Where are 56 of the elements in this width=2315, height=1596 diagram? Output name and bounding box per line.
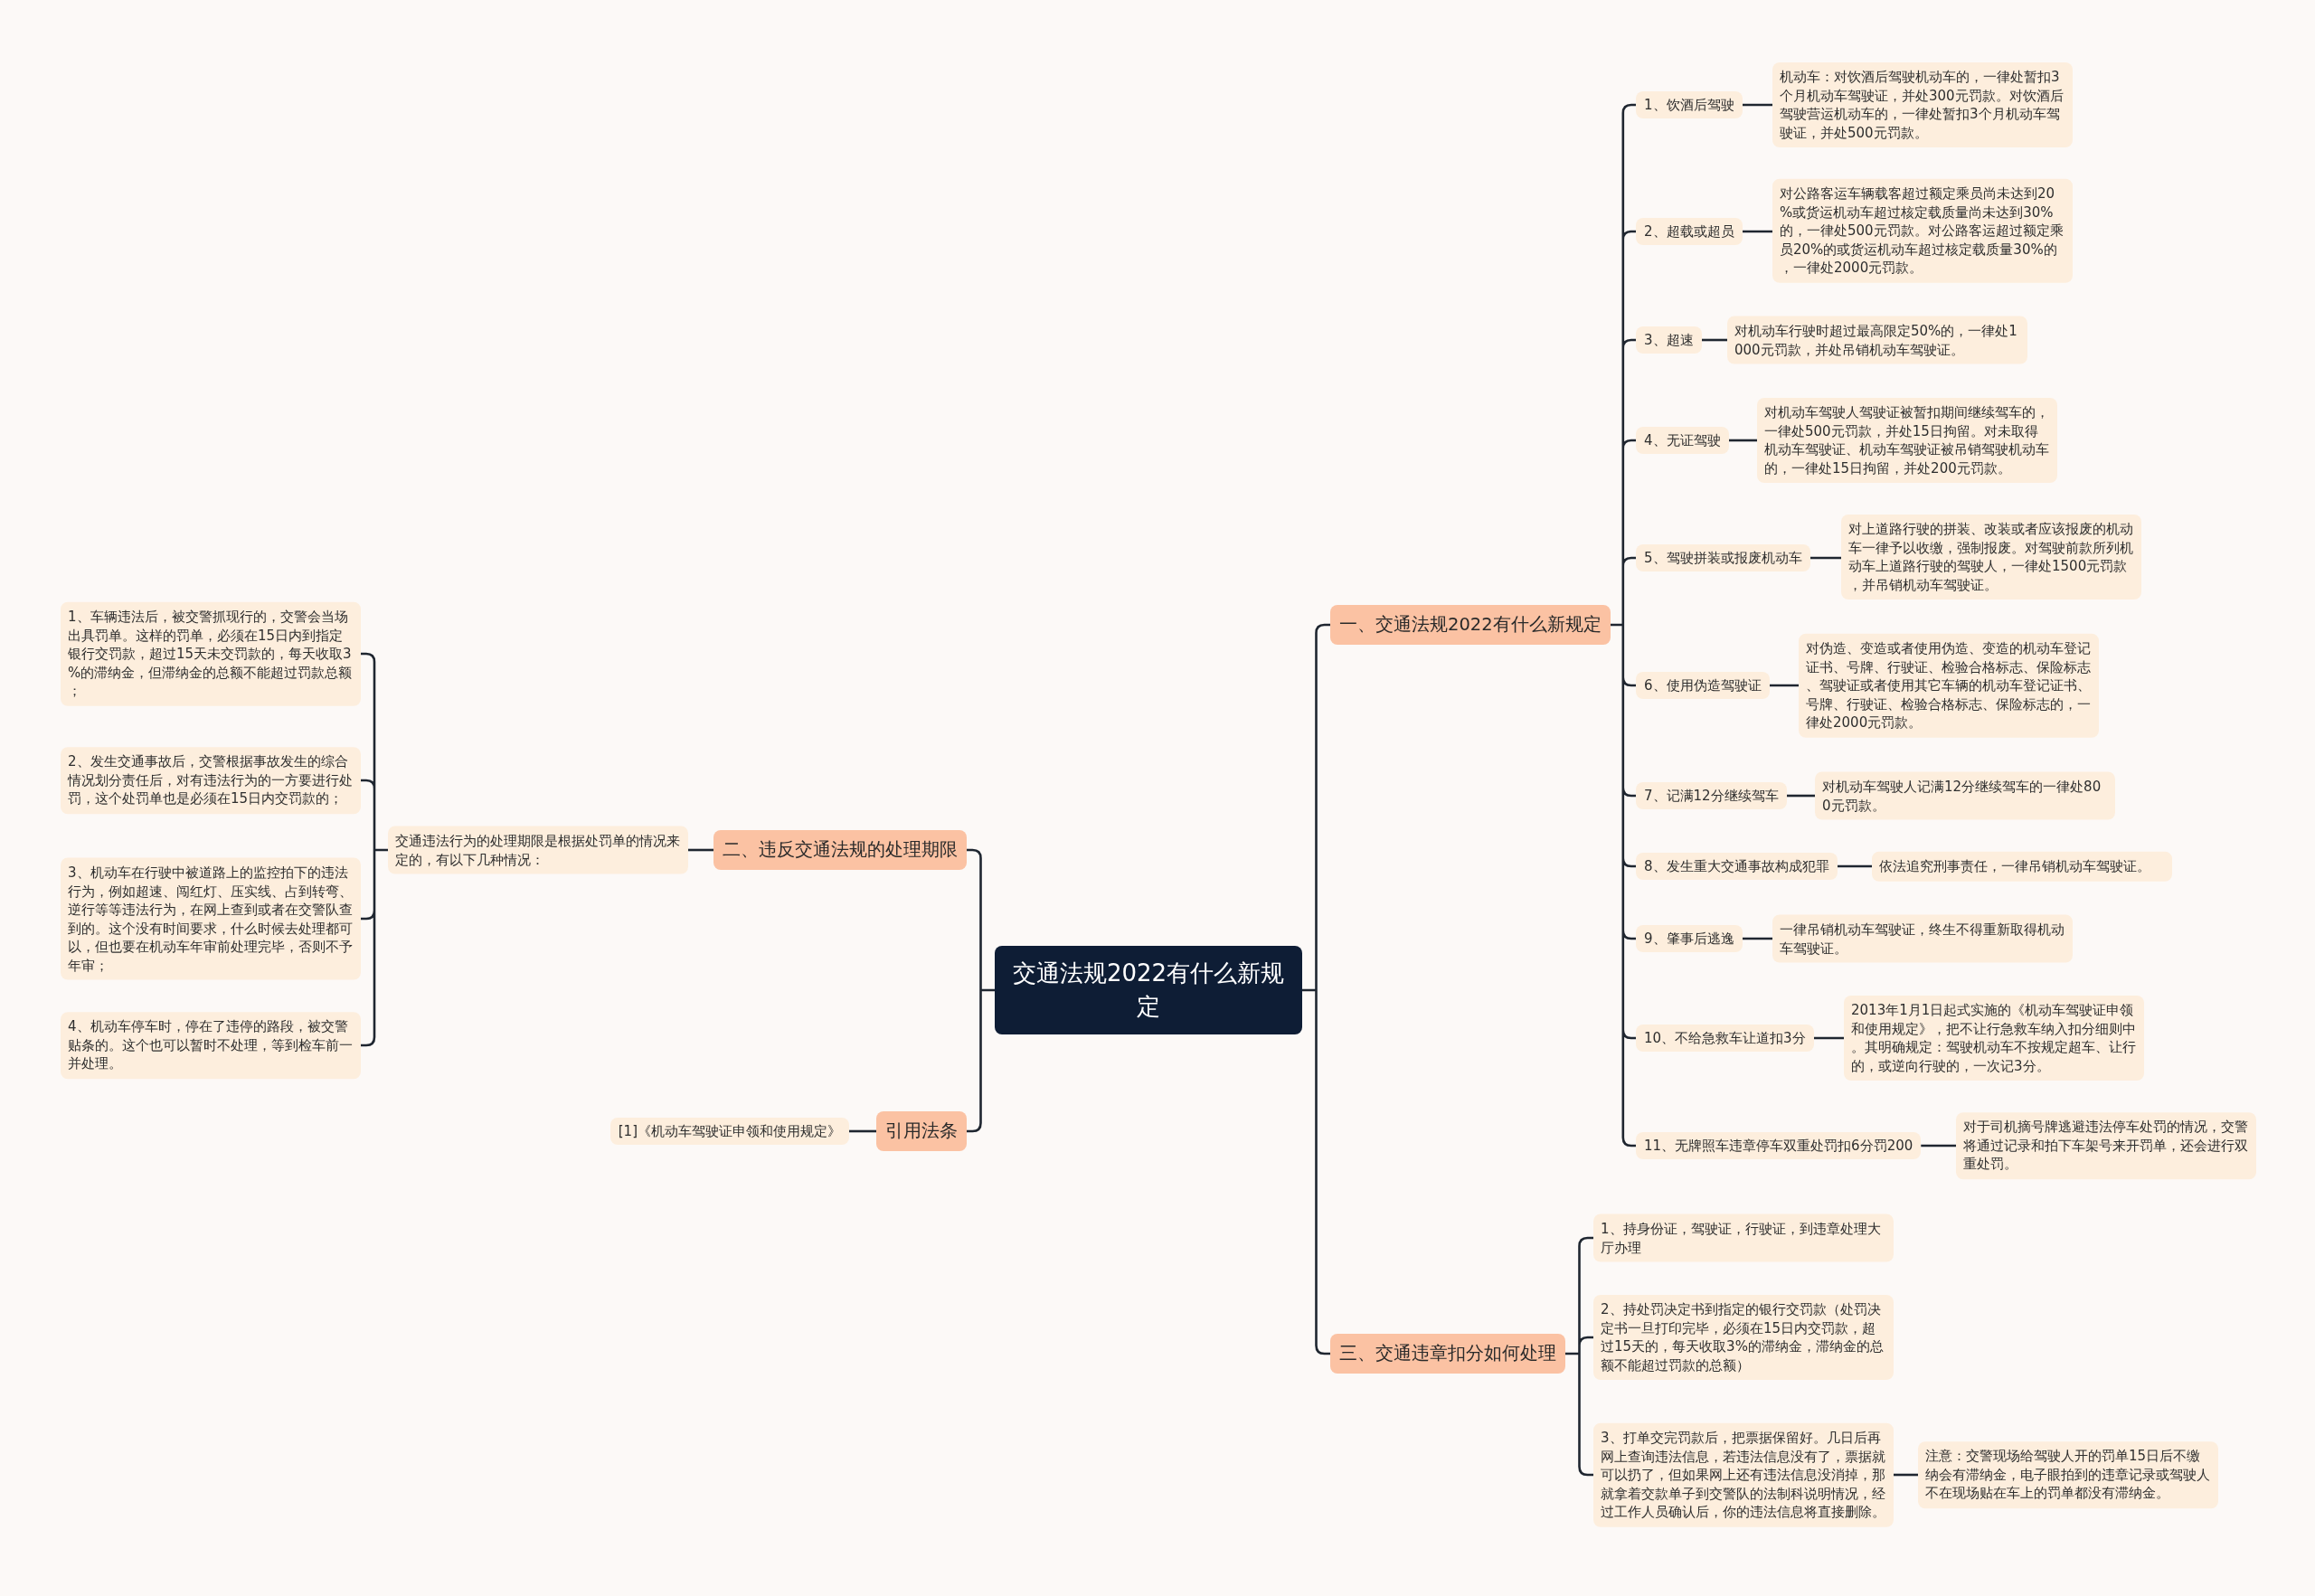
subtopic-box: 9、肇事后逃逸 <box>1636 925 1743 952</box>
note-box: 对公路客运车辆载客超过额定乘员尚未达到20%或货运机动车超过核定载质量尚未达到30%的，一律处500元罚款。对公路客运超过额定乘员20%的或货运机动车超过核定载质量30%的，一律处2000元罚款。 <box>1772 178 2073 283</box>
note-box: 注意：交警现场给驾驶人开的罚单15日后不缴纳会有滞纳金，电子眼拍到的违章记录或驾驶人不在现场贴在车上的罚单都没有滞纳金。 <box>1918 1441 2218 1508</box>
connector-line <box>1564 1236 1595 1477</box>
subtopic-box: 7、记满12分继续驾车 <box>1636 782 1787 809</box>
note-box: 4、机动车停车时，停在了违停的路段，被交警贴条的。这个也可以暂时不处理，等到检车前一并处理。 <box>61 1012 361 1079</box>
note-box: 对机动车驾驶人驾驶证被暂扣期间继续驾车的，一律处500元罚款，并处15日拘留。对未取得机动车驾驶证、机动车驾驶证被吊销驾驶机动车的，一律处15日拘留，并处200元罚款。 <box>1757 398 2057 483</box>
note-box: 2、持处罚决定书到指定的银行交罚款（处罚决定书一旦打印完毕，必须在15日内交罚款，超过15天的，每天收取3%的滞纳金，滞纳金的总额不能超过罚款的总额） <box>1593 1295 1894 1380</box>
subtopic-box: 6、使用伪造驾驶证 <box>1636 672 1770 699</box>
subtopic-box: 2、超载或超员 <box>1636 218 1743 245</box>
connector-line <box>1786 794 1815 798</box>
note-box: 对上道路行驶的拼装、改装或者应该报废的机动车一律予以收缴，强制报废。对驾驶前款所列机动车上道路行驶的驾驶人，一律处1500元罚款，并吊销机动车驾驶证。 <box>1841 515 2141 600</box>
note-box: 对机动车驾驶人记满12分继续驾车的一律处800元罚款。 <box>1815 771 2115 820</box>
note-box: 交通违法行为的处理期限是根据处罚单的情况来定的，有以下几种情况： <box>388 826 688 874</box>
branch-topic-box: 二、违反交通法规的处理期限 <box>713 830 967 870</box>
subtopic-box: 10、不给急救车让道扣3分 <box>1636 1025 1814 1052</box>
note-box: 2、发生交通事故后，交警根据事故发生的综合情况划分责任后，对有违法行为的一方要进行处罚，这个处罚单也是必须在15日内交罚款的； <box>61 747 361 814</box>
connector-line <box>1742 937 1772 940</box>
connector-line <box>1609 103 1638 1147</box>
connector-line <box>1300 623 1332 1355</box>
note-box: 对伪造、变造或者使用伪造、变造的机动车登记证书、号牌、行驶证、检验合格标志、保险标志、驾驶证或者使用其它车辆的机动车登记证书、号牌、行驶证、检验合格标志、保险标志的，一律处2000元罚款。 <box>1799 633 2099 738</box>
connector-line <box>688 848 713 852</box>
note-box: 1、车辆违法后，被交警抓现行的，交警会当场出具罚单。这样的罚单，必须在15日内到指定银行交罚款，超过15天未交罚款的，每天收取3%的滞纳金，但滞纳金的总额不能超过罚款总额； <box>61 601 361 706</box>
note-box: 3、机动车在行驶中被道路上的监控拍下的违法行为，例如超速、闯红灯、压实线、占到转弯、逆行等等违法行为，在网上查到或者在交警队查到的。这个没有时间要求，什么时候去处理都可以，但也要在机动车年审前处理完毕，否则不予年审； <box>61 857 361 980</box>
connector-line <box>1769 684 1799 687</box>
note-box: 1、持身份证，驾驶证，行驶证，到违章处理大厅办理 <box>1593 1214 1894 1262</box>
subtopic-box: 8、发生重大交通事故构成犯罪 <box>1636 853 1838 880</box>
note-box: 对机动车行驶时超过最高限定50%的，一律处1000元罚款，并处吊销机动车驾驶证。 <box>1727 316 2027 364</box>
connector-line <box>1728 439 1757 442</box>
subtopic-box: 5、驾驶拼装或报废机动车 <box>1636 544 1810 571</box>
note-box: 机动车：对饮酒后驾驶机动车的，一律处暂扣3个月机动车驾驶证，并处300元罚款。对饮酒后驾驶营运机动车的，一律处暂扣3个月机动车驾驶证，并处500元罚款。 <box>1772 62 2073 147</box>
note-box: 2013年1月1日起式实施的《机动车驾驶证申领和使用规定》，把不让行急救车纳入扣分细则中。其明确规定：驾驶机动车不按规定超车、让行的，或逆向行驶的，一次记3分。 <box>1844 996 2144 1081</box>
branch-topic-box: 三、交通违章扣分如何处理 <box>1330 1334 1565 1374</box>
connector-line <box>849 1129 876 1133</box>
connector-line <box>359 652 390 1047</box>
connector-line <box>1837 864 1872 868</box>
connector-line <box>1742 103 1772 107</box>
note-box: 对于司机摘号牌逃避违法停车处罚的情况，交警将通过记录和拍下车架号来开罚单，还会进行双重处罚。 <box>1956 1112 2256 1179</box>
connector-line <box>1894 1473 1918 1477</box>
subtopic-box: 4、无证驾驶 <box>1636 427 1729 454</box>
connector-line <box>1921 1144 1956 1147</box>
note-box: 一律吊销机动车驾驶证，终生不得重新取得机动车驾驶证。 <box>1772 914 2073 963</box>
connector-line <box>1742 230 1772 233</box>
branch-topic-box: 一、交通法规2022有什么新规定 <box>1330 605 1611 645</box>
branch-topic-box: 引用法条 <box>876 1111 967 1151</box>
connector-line <box>965 848 997 1133</box>
subtopic-box: 3、超速 <box>1636 326 1702 354</box>
central-topic-box: 交通法规2022有什么新规定 <box>995 946 1302 1034</box>
subtopic-box: [1]《机动车驾驶证申领和使用规定》 <box>609 1118 849 1145</box>
connector-line <box>1701 338 1727 342</box>
connector-line <box>1809 556 1841 560</box>
note-box: 依法追究刑事责任，一律吊销机动车驾驶证。 <box>1872 851 2172 882</box>
subtopic-box: 11、无牌照车违章停车双重处罚扣6分罚200 <box>1636 1132 1922 1159</box>
connector-line <box>1813 1036 1844 1040</box>
subtopic-box: 1、饮酒后驾驶 <box>1636 91 1743 118</box>
note-box: 3、打单交完罚款后，把票据保留好。几日后再网上查询违法信息，若违法信息没有了，票据就可以扔了，但如果网上还有违法信息没消掉，那就拿着交款单子到交警队的法制科说明情况，经过工作人员确认后，你的违法信息将直接删除。 <box>1593 1422 1894 1527</box>
